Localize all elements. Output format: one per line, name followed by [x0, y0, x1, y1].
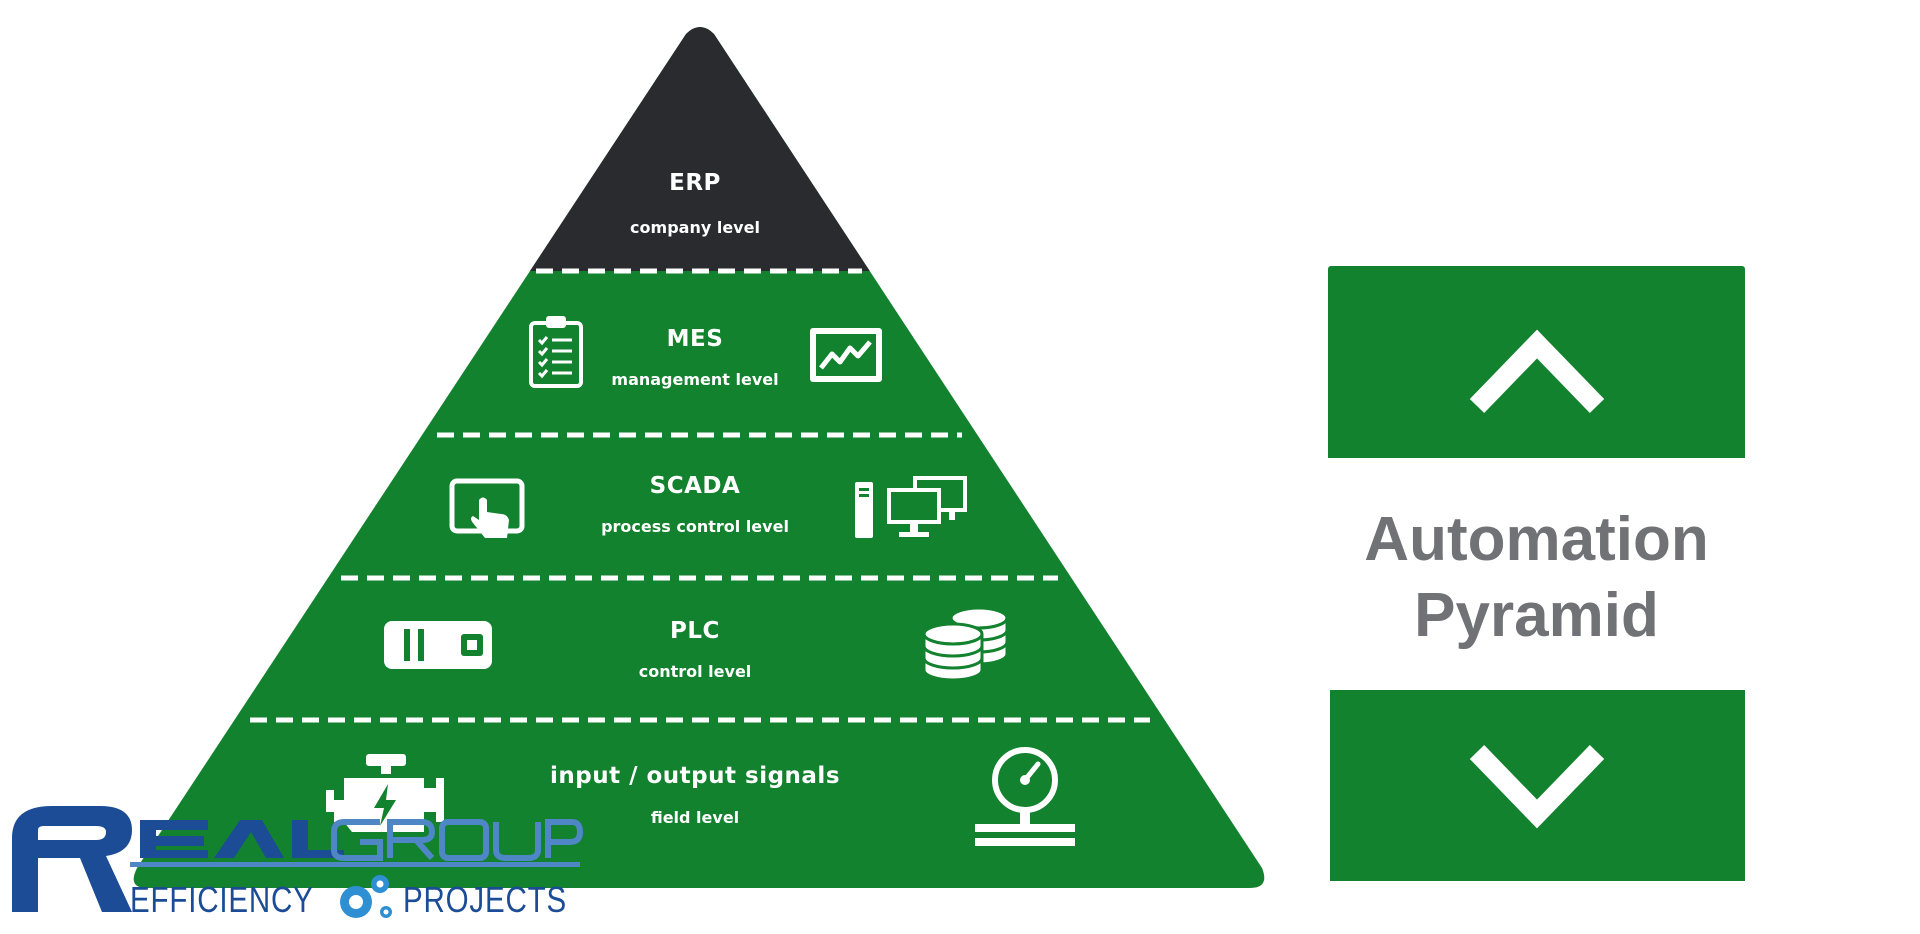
automation-pyramid-panel: Automation Pyramid: [1328, 266, 1745, 881]
chevron-up-icon: [1469, 329, 1605, 413]
plc-module-icon: [384, 621, 492, 669]
trend-chart-monitor-icon: [810, 328, 882, 382]
scada-title: SCADA: [649, 473, 741, 499]
pyramid-top-erp: [133, 27, 1265, 271]
erp-subtitle: company level: [630, 218, 760, 237]
real-group-logo: EFFICIENCY PROJECTS: [8, 800, 583, 920]
touchscreen-tablet-icon: [449, 478, 525, 538]
logo-efficiency-text: EFFICIENCY: [130, 879, 314, 920]
logo-wordmark-graphic: [12, 806, 583, 918]
plc-title: PLC: [670, 618, 720, 644]
panel-title-line2: Pyramid: [1414, 581, 1659, 650]
field-subtitle: field level: [650, 808, 740, 827]
computer-workstations-icon: [855, 476, 967, 538]
clipboard-checklist-icon: [529, 316, 583, 388]
logo-projects-text: PROJECTS: [403, 879, 568, 920]
mes-subtitle: management level: [611, 370, 779, 389]
panel-up-section: [1328, 266, 1745, 458]
mes-title: MES: [666, 326, 724, 352]
pressure-gauge-icon: [975, 747, 1075, 846]
erp-title: ERP: [669, 170, 721, 196]
panel-down-section: [1330, 690, 1745, 881]
field-title: input / output signals: [549, 763, 841, 789]
panel-title-line1: Automation: [1364, 505, 1709, 574]
database-stack-icon: [922, 606, 1009, 682]
engine-icon: [326, 754, 444, 832]
plc-subtitle: control level: [638, 662, 752, 681]
chevron-down-icon: [1469, 745, 1605, 829]
scada-subtitle: process control level: [601, 517, 789, 536]
